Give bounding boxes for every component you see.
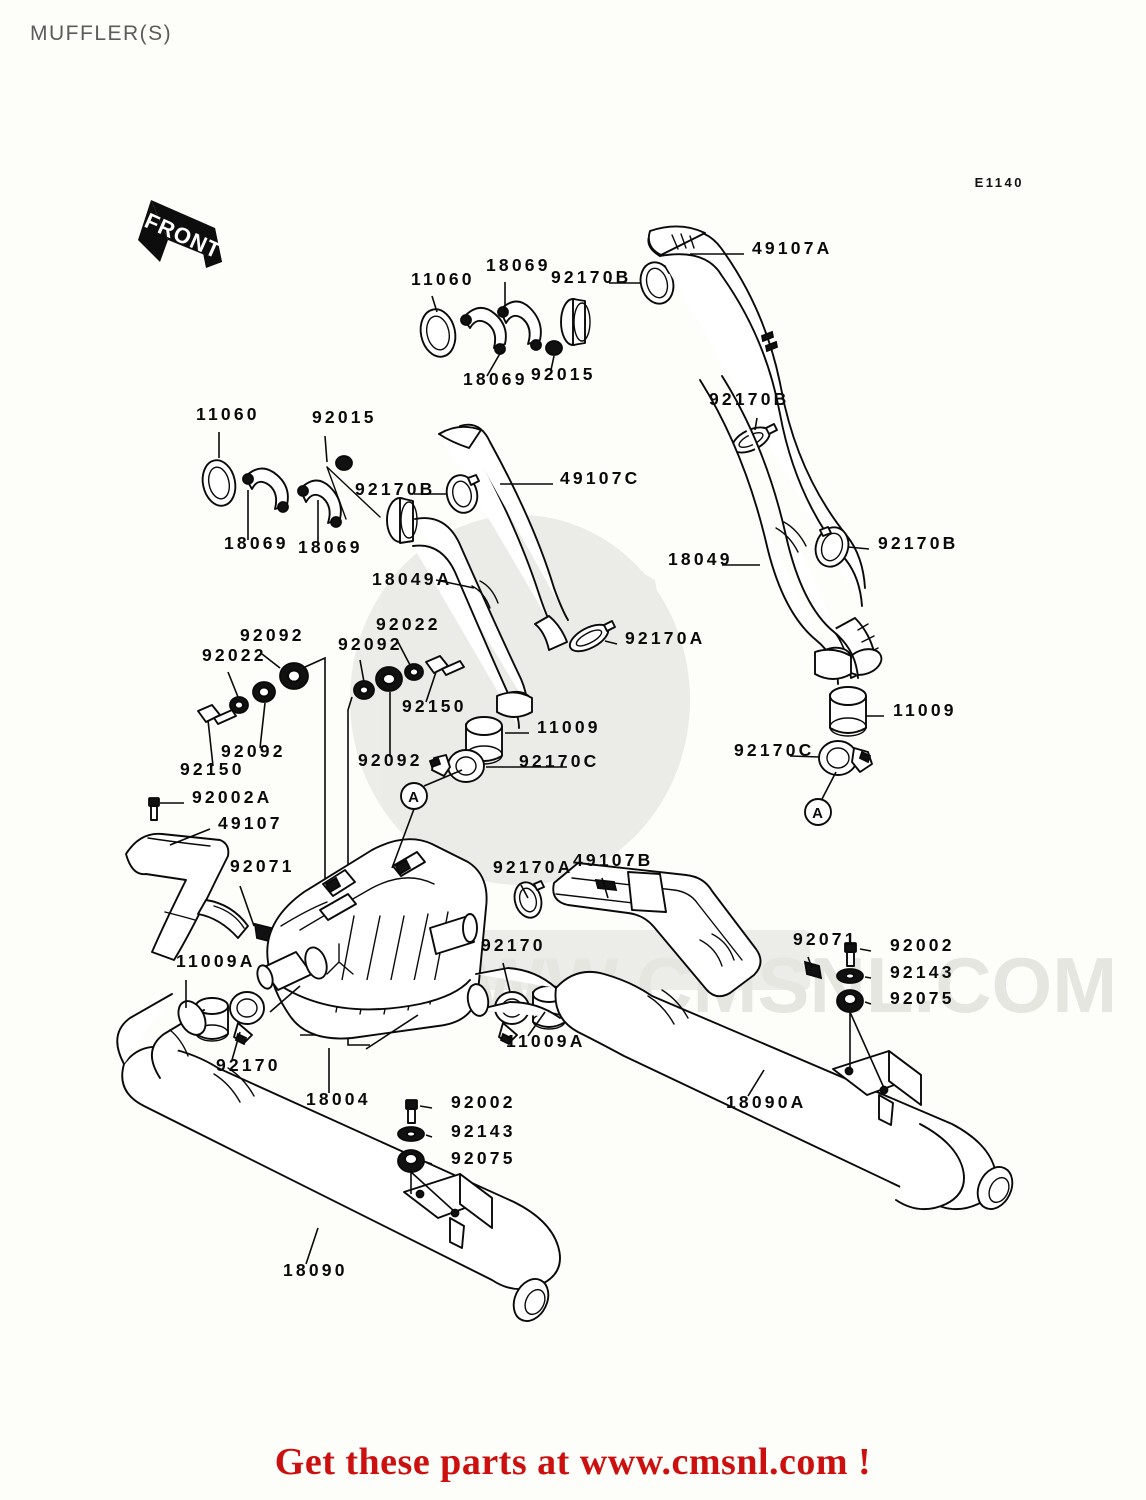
callout-49107A: 49107A (752, 238, 833, 258)
callout-18090A: 18090A (726, 1092, 807, 1112)
part-92170-clamp-left (229, 991, 265, 1046)
front-direction-marker: FRONT (138, 200, 225, 268)
callout-49107B: 49107B (573, 850, 654, 870)
callout-92002A: 92002A (192, 787, 273, 807)
part-18049-exhaust-pipe (699, 375, 859, 685)
part-49107A-exhaust-pipe (647, 225, 883, 679)
part-group-left-header-hardware (201, 455, 381, 528)
part-92170C-clamp-right (818, 740, 873, 776)
callout-18069-top-a: 18069 (486, 255, 551, 275)
part-11009-gasket-center (465, 716, 503, 765)
callout-92170-left: 92170 (216, 1055, 281, 1075)
fastener-stack-center (347, 655, 465, 1046)
callout-92071-left: 92071 (230, 856, 295, 876)
callout-92170-right: 92170 (481, 935, 546, 955)
callout-92015-top: 92015 (531, 364, 596, 384)
part-92170B-clamp-right-lower (814, 526, 850, 568)
callout-92170A-lower: 92170A (493, 857, 574, 877)
callout-18049A: 18049A (372, 569, 453, 589)
callout-18004: 18004 (306, 1089, 371, 1109)
callout-11009-center: 11009 (537, 717, 601, 737)
callout-92075-right: 92075 (890, 988, 955, 1008)
section-marker-A-right: A (804, 771, 837, 826)
part-49107-heat-shield-left (125, 832, 275, 961)
callout-92150-center: 92150 (402, 696, 467, 716)
callout-92022-left: 92022 (202, 645, 267, 665)
callout-92092-center-b: 92092 (358, 750, 423, 770)
part-18004-muffler-body (256, 838, 488, 1040)
callout-92002-right: 92002 (890, 935, 955, 955)
section-marker-A-left-label: A (408, 789, 420, 806)
callout-92092-center-a: 92092 (338, 634, 403, 654)
section-marker-A-left: A (391, 769, 463, 869)
part-18049A-exhaust-pipe (386, 497, 533, 729)
callout-11009-right: 11009 (893, 700, 957, 720)
callout-92143-lower: 92143 (451, 1121, 516, 1141)
fastener-group-18090 (397, 1099, 456, 1213)
callout-18069-left-b: 18069 (298, 537, 363, 557)
fastener-stack-left (197, 656, 326, 1036)
part-11009-gasket-right (829, 686, 867, 737)
part-92170A-clamp-lower (513, 880, 545, 919)
callout-18069-left-a: 18069 (224, 533, 289, 553)
diagram-code: E1140 (974, 175, 1024, 190)
callout-92022-center: 92022 (376, 614, 441, 634)
callout-92170B-left: 92170B (355, 479, 436, 499)
callout-11009A-right: 11009A (506, 1031, 586, 1051)
callout-18090: 18090 (283, 1260, 348, 1280)
part-92002A-bolt (148, 797, 160, 821)
callout-92071-right: 92071 (793, 929, 858, 949)
callout-92170B-right-up: 92170B (709, 389, 790, 409)
callout-labels: 11060 92015 18069 18069 92170B 49107C 18… (176, 238, 959, 1280)
part-92170A-clamp-center (568, 620, 616, 653)
callout-92002-lower: 92002 (451, 1092, 516, 1112)
leader-lines (160, 253, 884, 1265)
part-92170C-clamp-center (428, 749, 485, 783)
part-18090-muffler (116, 993, 561, 1322)
callout-92092-left-a: 92092 (240, 625, 305, 645)
callout-92170C-right: 92170C (734, 740, 815, 760)
part-92170B-clamp-left (445, 474, 480, 514)
part-group-upper-header-pipe (419, 261, 677, 358)
section-marker-A-right-label: A (812, 805, 824, 822)
page-title: MUFFLER(S) (30, 22, 173, 45)
fastener-group-18090A (836, 942, 885, 1089)
callout-92092-left-b: 92092 (221, 741, 286, 761)
callout-92170A-center: 92170A (625, 628, 706, 648)
callout-92170B-right-low: 92170B (878, 533, 959, 553)
footer-promo-text: Get these parts at www.cmsnl.com ! (274, 1441, 872, 1483)
callout-92075-lower: 92075 (451, 1148, 516, 1168)
part-49107B-heat-shield (552, 862, 823, 998)
callout-92015-left: 92015 (312, 407, 377, 427)
callout-49107: 49107 (218, 813, 283, 833)
callout-18069-top-b: 18069 (463, 369, 528, 389)
callout-92170C-center: 92170C (519, 751, 600, 771)
callout-18049: 18049 (668, 549, 733, 569)
callout-92150-left: 92150 (180, 759, 245, 779)
callout-11060-left: 11060 (196, 404, 260, 424)
callout-92143-right: 92143 (890, 962, 955, 982)
callout-49107C: 49107C (560, 468, 641, 488)
callout-11060-top: 11060 (411, 269, 475, 289)
callout-92170B-top: 92170B (551, 267, 632, 287)
callout-11009A-left: 11009A (176, 951, 256, 971)
